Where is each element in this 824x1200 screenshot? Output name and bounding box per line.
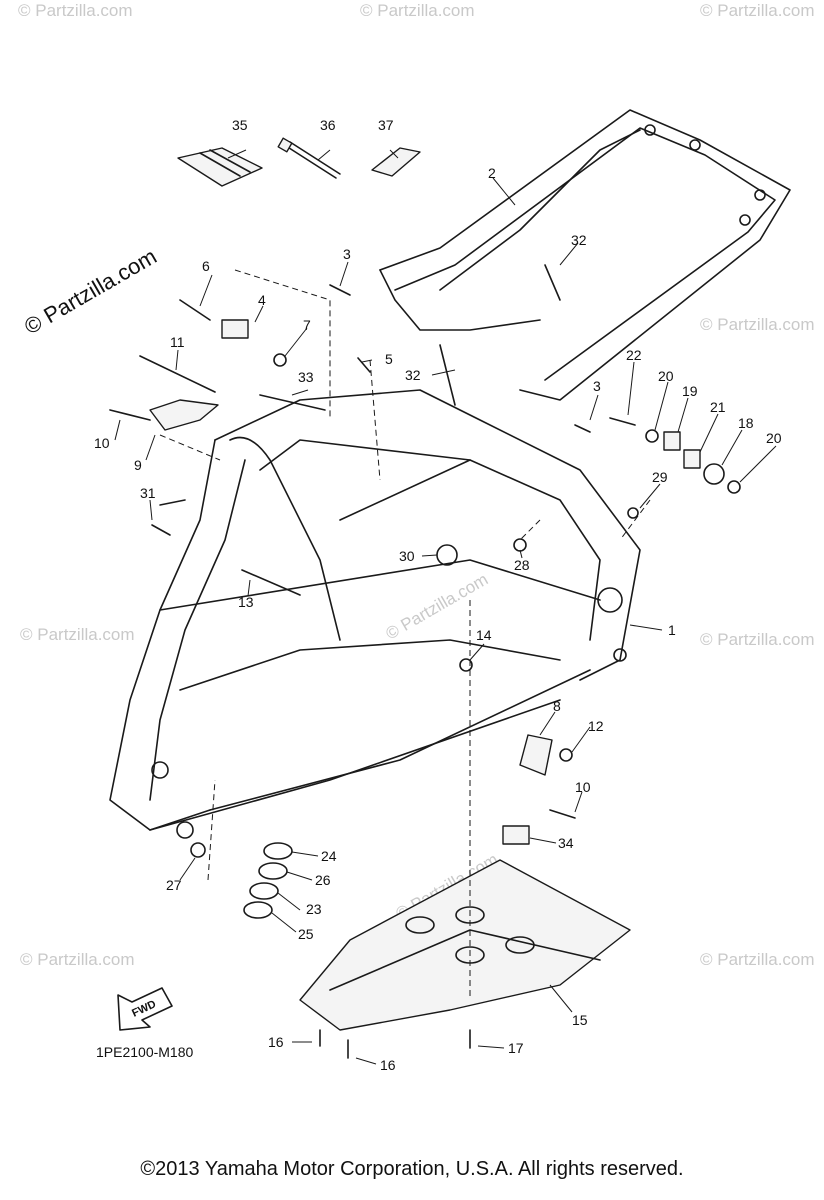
watermark-bottom-right: © Partzilla.com [700,950,815,969]
watermark-mid-left: © Partzilla.com [20,625,135,644]
callout-29: 29 [652,469,668,485]
callout-10-right: 10 [575,779,591,795]
part-37-strap[interactable] [371,147,421,177]
callout-20-left: 20 [658,368,674,384]
callout-19: 19 [682,383,698,399]
callout-11: 11 [170,334,185,350]
callout-16-left: 16 [268,1034,284,1050]
watermark-top-center: © Partzilla.com [360,1,475,20]
callout-23: 23 [306,901,322,917]
callout-24: 24 [321,848,337,864]
watermark-bottom-left: © Partzilla.com [20,950,135,969]
callout-8: 8 [553,698,561,714]
callout-36: 36 [320,117,336,133]
callout-13: 13 [238,594,254,610]
diagram-code: 1PE2100-M180 [96,1044,194,1060]
leader-lines [114,149,777,1065]
callout-1: 1 [668,622,676,638]
callout-5: 5 [385,351,393,367]
callout-labels: 35 36 37 2 3 32 6 4 7 5 11 32 33 3 22 20… [94,117,782,1073]
callout-10-left: 10 [94,435,110,451]
callout-18: 18 [738,415,754,431]
watermark-main: © Partzilla.com [20,244,161,340]
watermark-top-left: © Partzilla.com [18,1,133,20]
callout-17: 17 [508,1040,524,1056]
callout-34: 34 [558,835,574,851]
callout-33: 33 [298,369,314,385]
callout-6: 6 [202,258,210,274]
callout-28: 28 [514,557,530,573]
callout-2: 2 [488,165,496,181]
watermark-top-right: © Partzilla.com [700,1,815,20]
callout-37: 37 [378,117,394,133]
callout-25: 25 [298,926,314,942]
watermark-center: © Partzilla.com [383,570,492,644]
callout-35: 35 [232,117,248,133]
callout-22: 22 [626,347,642,363]
callout-7: 7 [303,317,311,333]
part-1-main-frame[interactable] [109,389,641,839]
callout-30: 30 [399,548,415,564]
callout-26: 26 [315,872,331,888]
copyright-notice: ©2013 Yamaha Motor Corporation, U.S.A. A… [140,1158,684,1180]
watermark-right-mid: © Partzilla.com [700,630,815,649]
part-15-skid-plate[interactable] [299,859,631,1031]
callout-21: 21 [710,399,726,415]
callout-16-right: 16 [380,1057,396,1073]
callout-20-right: 20 [766,430,782,446]
callout-9: 9 [134,457,142,473]
callout-32-upper: 32 [571,232,587,248]
callout-3-lower: 3 [593,378,601,394]
reference-lines [159,269,651,1000]
callout-4: 4 [258,292,266,308]
callout-15: 15 [572,1012,588,1028]
watermark-right-upper: © Partzilla.com [700,315,815,334]
part-2-rear-subframe[interactable] [379,109,791,401]
fwd-arrow: FWD [117,987,173,1031]
callout-12: 12 [588,718,604,734]
callout-3-upper: 3 [343,246,351,262]
frame-exploded-diagram: © Partzilla.com © Partzilla.com © Partzi… [18,1,815,1073]
callout-14: 14 [476,627,492,643]
part-35-tool-pouch[interactable] [177,147,263,187]
callout-31: 31 [140,485,156,501]
part-36-bolt[interactable] [277,137,341,179]
callout-32-lower: 32 [405,367,421,383]
callout-27: 27 [166,877,182,893]
